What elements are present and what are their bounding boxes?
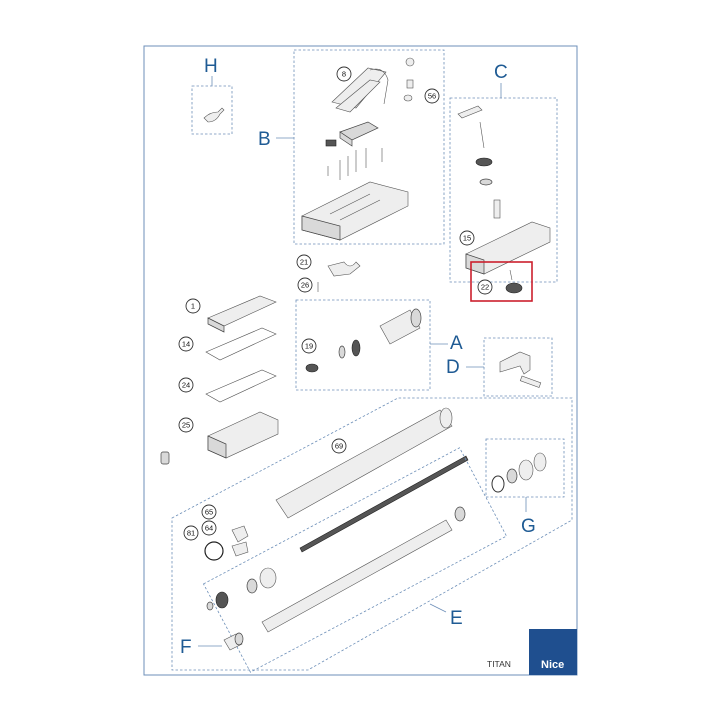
o-ring-part-81 xyxy=(204,541,224,561)
key-part xyxy=(203,107,225,123)
callout-19: 19 xyxy=(305,342,313,351)
drive-gear-part-19 xyxy=(305,363,319,373)
group-box-d xyxy=(483,337,553,397)
callout-21: 21 xyxy=(300,258,308,267)
group-box-c xyxy=(449,97,558,283)
bracket-part-21 xyxy=(327,261,361,277)
group-box-a xyxy=(295,299,431,391)
highlighted-part-22 xyxy=(505,269,523,294)
flange-parts-g xyxy=(491,452,547,493)
callout-65: 65 xyxy=(205,508,213,517)
group-box-b xyxy=(293,49,445,245)
callout-64: 64 xyxy=(205,524,213,533)
spring-part xyxy=(325,139,337,147)
group-label-f: F xyxy=(180,637,192,658)
release-handle-part xyxy=(331,67,389,113)
bracket-screws xyxy=(327,148,383,180)
limit-switch-part xyxy=(457,105,483,119)
outer-tube-part-69 xyxy=(275,407,453,519)
callout-24: 24 xyxy=(182,381,190,390)
bearing-parts xyxy=(206,567,277,611)
group-box-g xyxy=(485,438,565,498)
worm-screw-part xyxy=(299,455,469,553)
group-label-b: B xyxy=(258,129,271,150)
motor-part xyxy=(338,308,422,359)
diagram-frame xyxy=(143,45,578,676)
group-label-c: C xyxy=(494,62,508,83)
callout-81: 81 xyxy=(187,529,195,538)
callout-69: 69 xyxy=(335,442,343,451)
group-label-e: E xyxy=(450,608,463,629)
gasket-part-14 xyxy=(205,327,277,361)
callout-22: 22 xyxy=(481,283,489,292)
end-cap-part-f xyxy=(223,632,244,651)
cover-part-1 xyxy=(207,295,277,333)
group-label-g: G xyxy=(521,516,536,537)
inner-tube-part xyxy=(261,506,466,633)
group-box-h xyxy=(191,85,233,135)
group-box-inner-tube xyxy=(202,447,508,673)
group-label-a: A xyxy=(450,333,463,354)
gear-stack-part xyxy=(475,121,501,219)
end-bracket-parts xyxy=(231,525,249,557)
brand-logo: Nice xyxy=(541,659,564,671)
callout-1: 1 xyxy=(191,302,195,311)
bracket-part-d xyxy=(499,351,542,388)
screw-and-knob-parts xyxy=(403,57,415,102)
callout-14: 14 xyxy=(182,340,190,349)
gasket-part-24 xyxy=(205,369,277,403)
callout-26: 26 xyxy=(301,281,309,290)
callout-25: 25 xyxy=(182,421,190,430)
housing-part-25 xyxy=(207,411,279,459)
brand-logo-box xyxy=(529,629,577,675)
callout-56: 56 xyxy=(428,92,436,101)
highlighted-part-box xyxy=(470,261,533,302)
bottom-housing-part xyxy=(301,181,409,241)
lock-block-part xyxy=(339,121,379,147)
lower-base-part xyxy=(465,221,551,275)
loose-fitting-part xyxy=(160,451,170,465)
group-label-h: H xyxy=(204,56,218,77)
callout-15: 15 xyxy=(463,234,471,243)
group-box-e xyxy=(171,397,573,671)
callout-8: 8 xyxy=(342,70,346,79)
group-label-d: D xyxy=(446,357,460,378)
product-name: TITAN xyxy=(487,659,511,669)
